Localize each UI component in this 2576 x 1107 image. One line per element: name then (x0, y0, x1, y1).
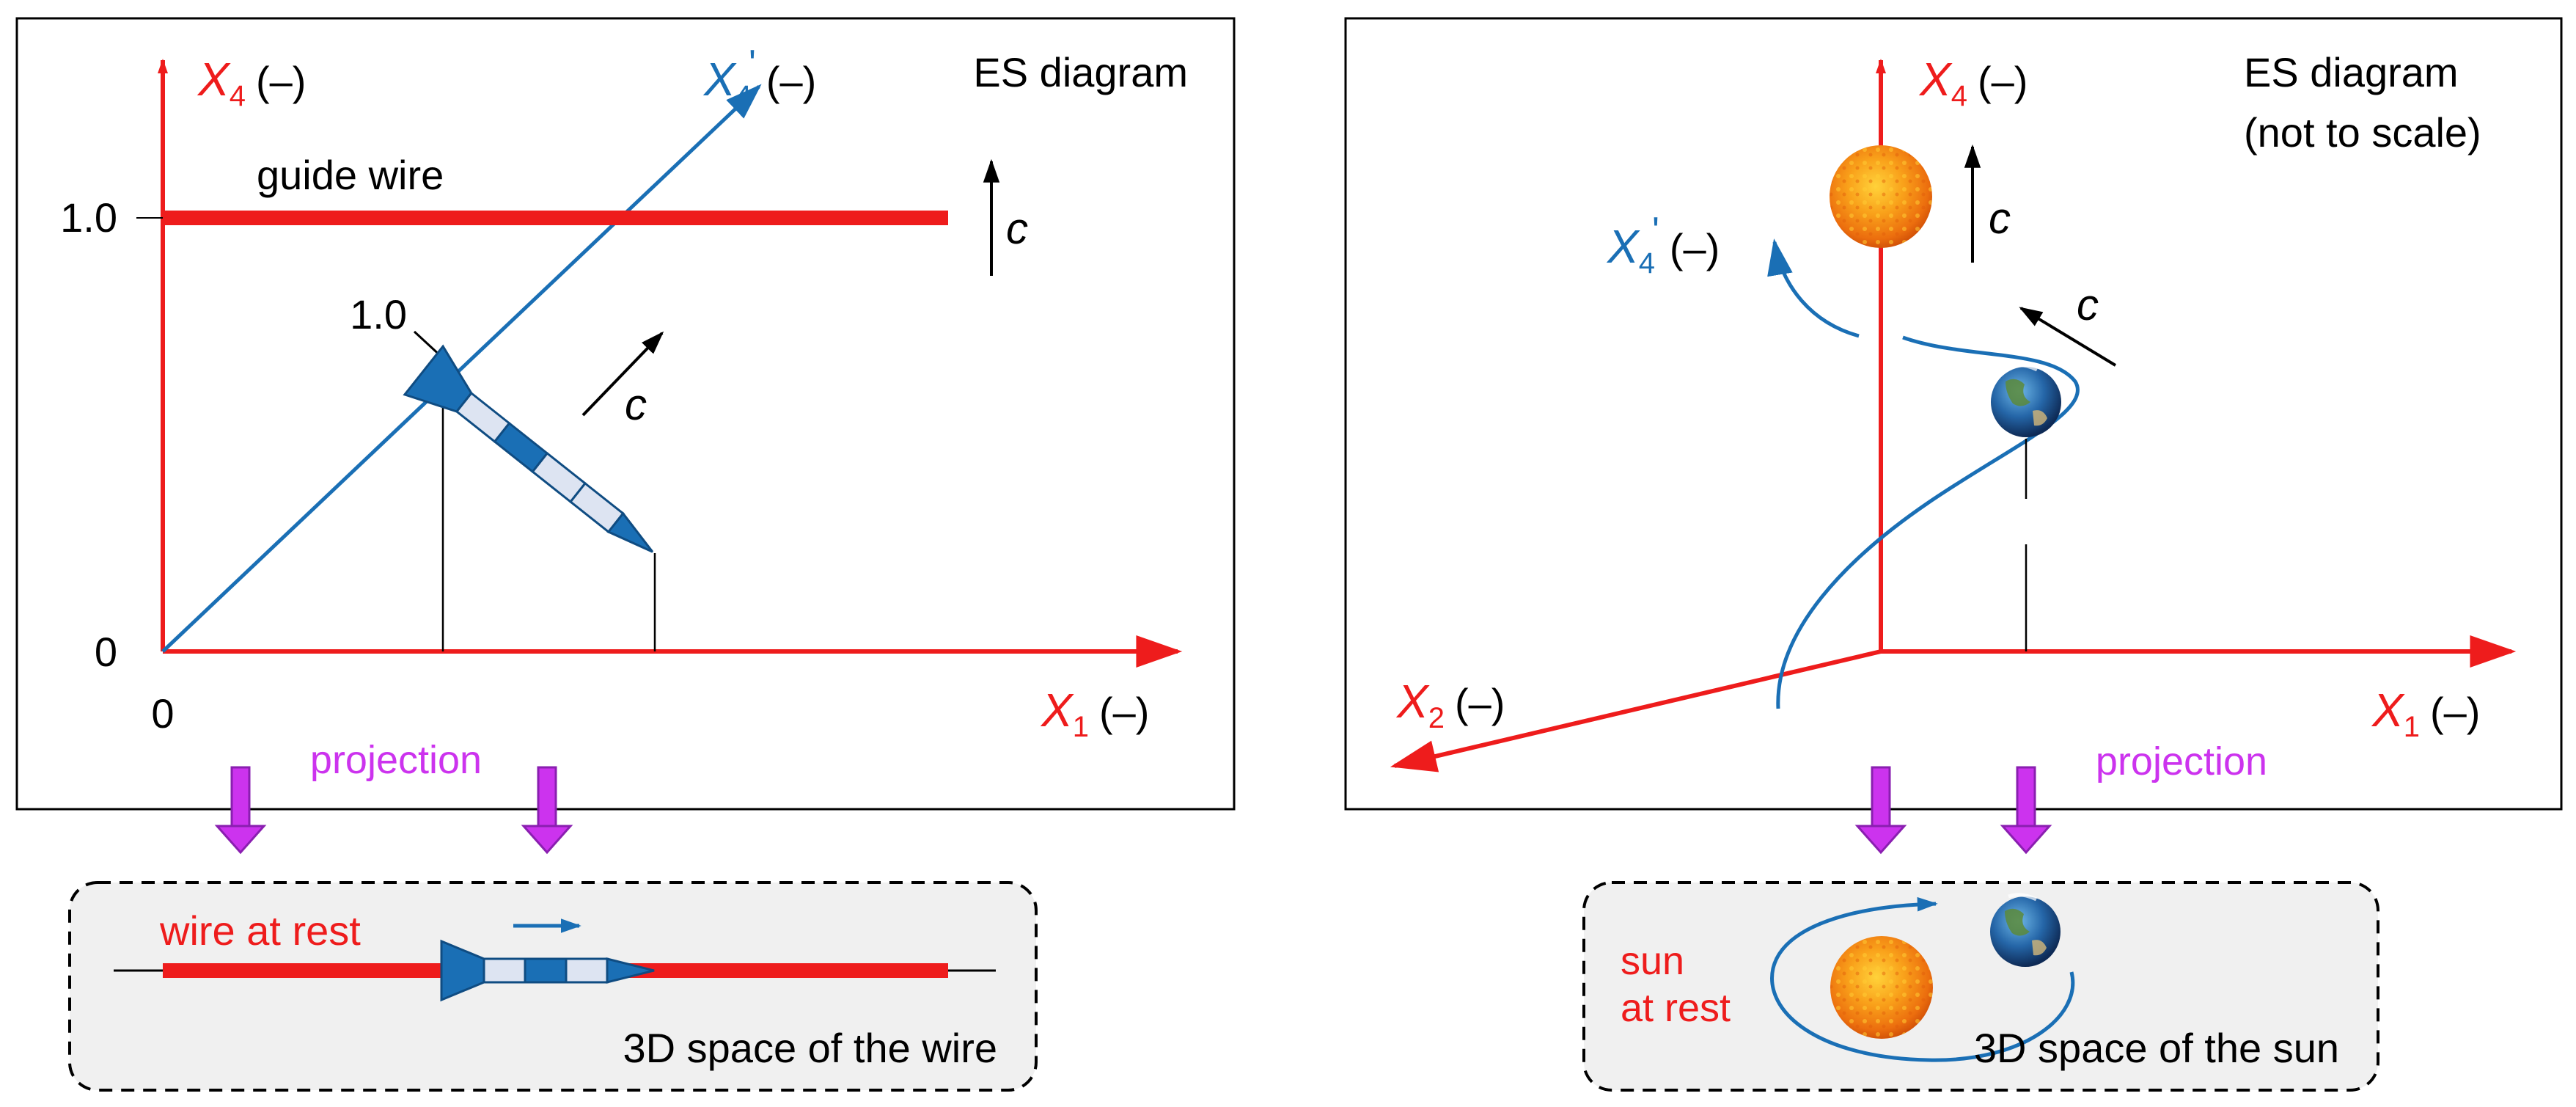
left-title: ES diagram (973, 49, 1188, 95)
earth-icon (1991, 363, 2061, 437)
guide-wire-label: guide wire (257, 152, 444, 198)
right-x2-label: X2(–) (1395, 675, 1505, 734)
earth-orbit (1770, 896, 2075, 1062)
right-projection-arrow-2 (2000, 766, 2052, 855)
wire-at-rest-label: wire at rest (159, 907, 361, 954)
right-title-line2: (not to scale) (2244, 109, 2481, 156)
sun-at-rest-line1: sun (1621, 939, 1684, 983)
earth-worldline-upper (1767, 238, 1860, 338)
right-c-arrow-diagonal (2019, 307, 2117, 367)
right-x2-axis (1390, 649, 1882, 772)
left-x4prime-label: X4'(–) (702, 43, 816, 112)
left-frame (15, 17, 1236, 811)
left-projection-arrow-2 (521, 766, 573, 855)
rocket-horizontal (440, 939, 655, 1002)
sun-icon-bottom (1830, 936, 1933, 1039)
left-x4prime-axis (161, 84, 762, 653)
sun-at-rest-line2: at rest (1621, 986, 1731, 1030)
left-x4-label: X4(–) (197, 53, 306, 112)
right-c-label-vertical: c (1989, 194, 2011, 243)
left-projection-label: projection (310, 738, 482, 782)
left-c-arrow-diagonal (581, 331, 664, 417)
right-title-line1: ES diagram (2244, 49, 2459, 95)
earth-worldline (1776, 335, 2080, 709)
right-projection-label: projection (2096, 739, 2267, 783)
left-c-label-diagonal: c (625, 380, 647, 429)
right-x4-label: X4(–) (1918, 53, 2028, 112)
right-projection-arrow-1 (1854, 766, 1907, 855)
left-projection-arrow-1 (214, 766, 267, 855)
left-bottom-panel (68, 881, 1038, 1092)
rocket-diagonal (403, 344, 654, 553)
right-space-label: 3D space of the sun (1974, 1025, 2339, 1071)
right-x1-label: X1(–) (2371, 684, 2480, 743)
left-es-diagram: ES diagram X4(–) X4'(–) X1(–) 1.0 0 0 gu… (15, 17, 1236, 1092)
right-bottom-panel (1582, 881, 2379, 1092)
sun-icon (1830, 145, 1932, 248)
right-x4prime-label: X4'(–) (1606, 210, 1720, 280)
left-tick-1-label: 1.0 (60, 194, 117, 241)
left-x1-label: X1(–) (1040, 684, 1149, 743)
earth-icon-bottom (1990, 893, 2061, 967)
right-c-label-diagonal: c (2077, 280, 2099, 329)
right-frame (1344, 17, 2563, 811)
left-tick-0-y-label: 0 (95, 629, 117, 675)
left-c-label-vertical: c (1006, 204, 1028, 253)
left-tick-0-x-label: 0 (151, 690, 174, 737)
left-space-label: 3D space of the wire (623, 1025, 997, 1071)
rocket-tick-label: 1.0 (350, 291, 407, 337)
right-es-diagram: ES diagram (not to scale) X4(–) X4'(–) X… (1344, 17, 2563, 1092)
